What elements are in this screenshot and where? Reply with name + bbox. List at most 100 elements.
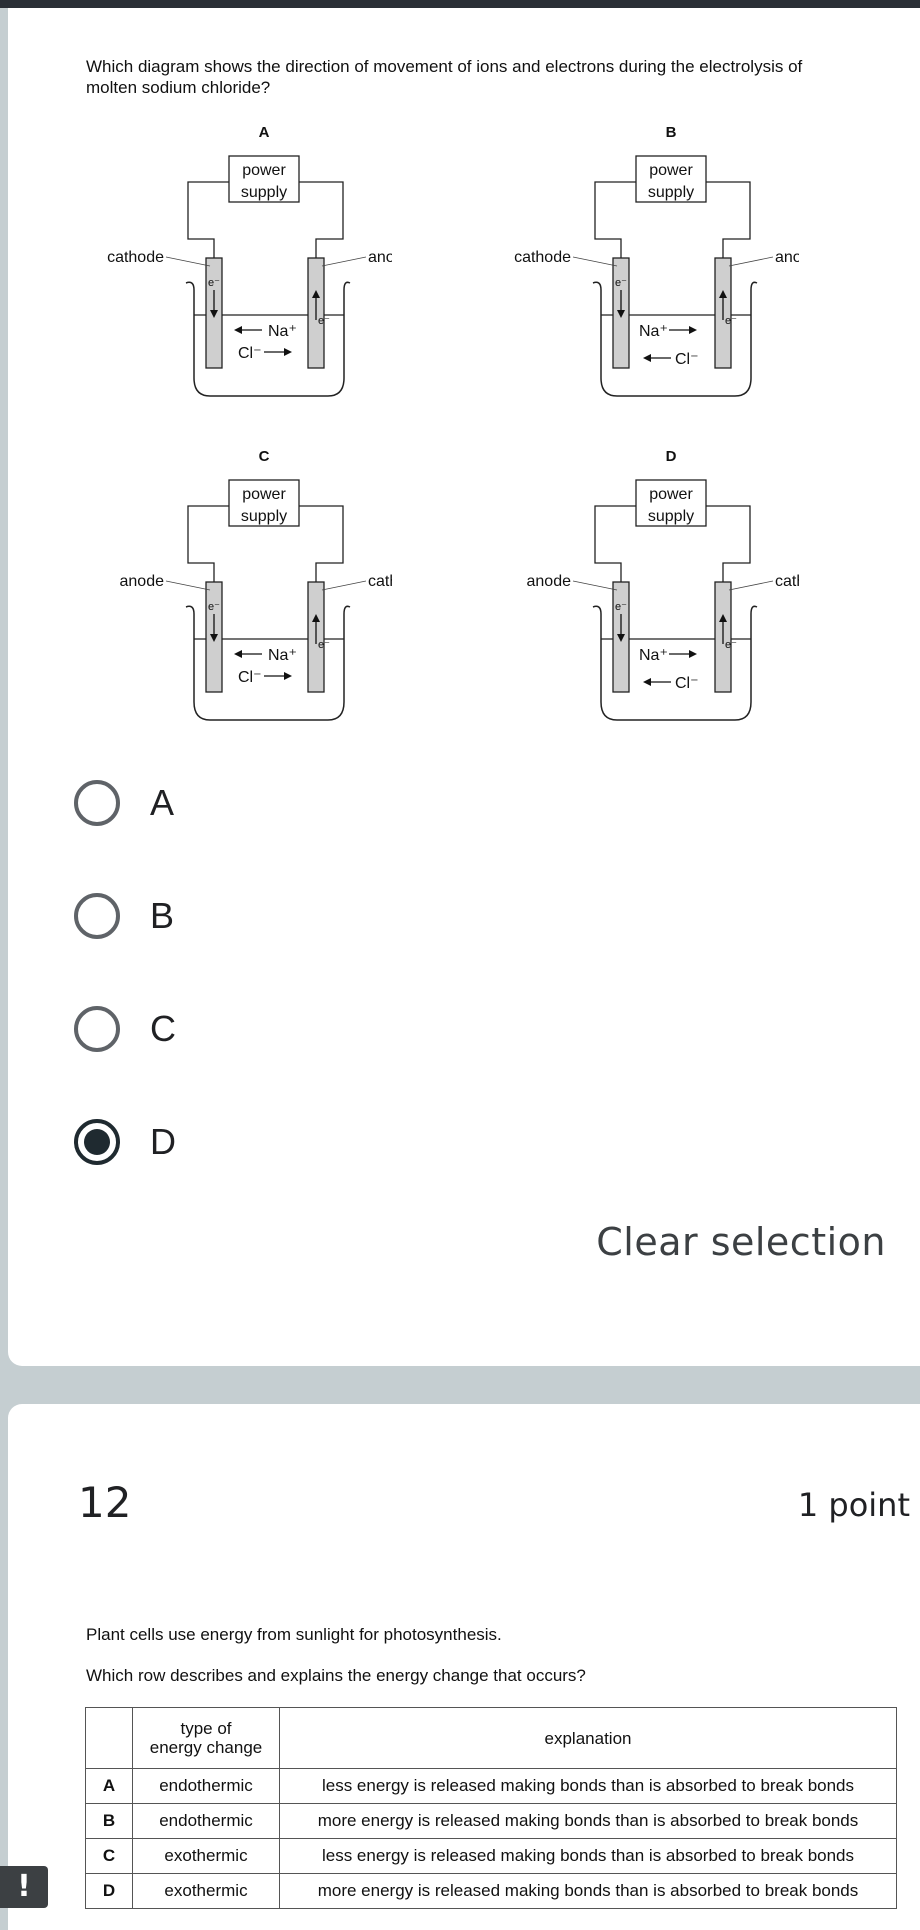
power-supply-label: supply bbox=[648, 184, 694, 201]
option-b[interactable]: B bbox=[74, 886, 374, 946]
electron-label: e⁻ bbox=[615, 601, 627, 613]
electron-label: e⁻ bbox=[208, 277, 220, 289]
diagram-letter: A bbox=[259, 124, 270, 141]
power-supply-box bbox=[228, 479, 300, 527]
wire-right bbox=[706, 181, 751, 258]
exclamation-icon[interactable]: ! bbox=[0, 1866, 48, 1908]
row-explanation: more energy is released making bonds tha… bbox=[279, 1873, 897, 1909]
power-supply-label: power bbox=[649, 486, 693, 503]
table-row: D exothermic more energy is released mak… bbox=[85, 1873, 897, 1909]
sodium-ion-label: Na⁺ bbox=[639, 647, 668, 664]
arrowhead-icon bbox=[617, 310, 625, 318]
power-supply-label: power bbox=[242, 162, 286, 179]
table-header-row: type of energy change explanation bbox=[85, 1707, 897, 1769]
wire-right bbox=[299, 505, 344, 582]
electron-label: e⁻ bbox=[615, 277, 627, 289]
row-letter: C bbox=[85, 1838, 133, 1874]
header-blank bbox=[85, 1707, 133, 1769]
table-row: B endothermic more energy is released ma… bbox=[85, 1803, 897, 1839]
row-explanation: less energy is released making bonds tha… bbox=[279, 1768, 897, 1804]
table-row: A endothermic less energy is released ma… bbox=[85, 1768, 897, 1804]
diagram-c: Cpowersupplyanodecathodee⁻e⁻Na⁺Cl⁻ bbox=[92, 442, 392, 722]
electron-label: e⁻ bbox=[318, 639, 330, 651]
wire-left bbox=[594, 181, 636, 258]
arrowhead-icon bbox=[689, 326, 697, 334]
beaker bbox=[185, 281, 351, 397]
electron-label: e⁻ bbox=[318, 315, 330, 327]
arrowhead-icon bbox=[719, 614, 727, 622]
beaker bbox=[592, 281, 758, 397]
right-electrode-label: cathode bbox=[775, 573, 799, 590]
arrowhead-icon bbox=[210, 634, 218, 642]
chloride-ion-label: Cl⁻ bbox=[675, 351, 699, 368]
electron-label: e⁻ bbox=[208, 601, 220, 613]
right-electrode-label: anode bbox=[368, 249, 392, 266]
question-text-line1: Which diagram shows the direction of mov… bbox=[86, 57, 803, 76]
chloride-ion-label: Cl⁻ bbox=[238, 669, 262, 686]
arrowhead-icon bbox=[312, 614, 320, 622]
row-explanation: more energy is released making bonds tha… bbox=[279, 1803, 897, 1839]
leader-line bbox=[321, 256, 367, 267]
wire-left bbox=[187, 505, 229, 582]
question-text-line2: molten sodium chloride? bbox=[86, 78, 271, 97]
option-d[interactable]: D bbox=[74, 1112, 374, 1172]
power-supply-label: power bbox=[649, 162, 693, 179]
row-explanation: less energy is released making bonds tha… bbox=[279, 1838, 897, 1874]
arrowhead-icon bbox=[284, 672, 292, 680]
power-supply-box bbox=[228, 155, 300, 203]
electron-label: e⁻ bbox=[725, 639, 737, 651]
arrowhead-icon bbox=[234, 326, 242, 334]
row-type: exothermic bbox=[132, 1838, 280, 1874]
left-electrode-label: cathode bbox=[107, 249, 164, 266]
radio-icon[interactable] bbox=[74, 893, 120, 939]
arrowhead-icon bbox=[719, 290, 727, 298]
top-bar bbox=[0, 0, 920, 8]
row-type: exothermic bbox=[132, 1873, 280, 1909]
electrolysis-diagram: Bpowersupplycathodeanodee⁻e⁻Na⁺Cl⁻ bbox=[514, 124, 799, 397]
arrowhead-icon bbox=[284, 348, 292, 356]
radio-icon[interactable] bbox=[74, 1006, 120, 1052]
chloride-ion-label: Cl⁻ bbox=[675, 675, 699, 692]
power-supply-label: supply bbox=[648, 508, 694, 525]
option-a[interactable]: A bbox=[74, 773, 374, 833]
option-label: A bbox=[150, 782, 175, 823]
electrolysis-diagram: Cpowersupplyanodecathodee⁻e⁻Na⁺Cl⁻ bbox=[120, 448, 392, 721]
option-label: B bbox=[150, 895, 175, 936]
diagram-b: Bpowersupplycathodeanodee⁻e⁻Na⁺Cl⁻ bbox=[499, 118, 799, 398]
sodium-ion-label: Na⁺ bbox=[268, 323, 297, 340]
question-number: 12 bbox=[78, 1478, 132, 1527]
question-text-1: Plant cells use energy from sunlight for… bbox=[86, 1625, 502, 1644]
arrowhead-icon bbox=[643, 678, 651, 686]
leader-line bbox=[165, 256, 211, 267]
electron-label: e⁻ bbox=[725, 315, 737, 327]
leader-line bbox=[728, 256, 774, 267]
sodium-ion-label: Na⁺ bbox=[639, 323, 668, 340]
wire-left bbox=[187, 181, 229, 258]
left-electrode-label: anode bbox=[527, 573, 572, 590]
diagram-letter: B bbox=[666, 124, 677, 141]
row-letter: A bbox=[85, 1768, 133, 1804]
option-label: C bbox=[150, 1008, 176, 1049]
beaker bbox=[185, 605, 351, 721]
power-supply-label: power bbox=[242, 486, 286, 503]
option-c[interactable]: C bbox=[74, 999, 374, 1059]
power-supply-label: supply bbox=[241, 184, 287, 201]
arrowhead-icon bbox=[312, 290, 320, 298]
left-electrode-label: anode bbox=[120, 573, 165, 590]
wire-left bbox=[594, 505, 636, 582]
left-electrode-label: cathode bbox=[514, 249, 571, 266]
radio-selected-icon[interactable] bbox=[74, 1119, 120, 1165]
power-supply-label: supply bbox=[241, 508, 287, 525]
chloride-ion-label: Cl⁻ bbox=[238, 345, 262, 362]
leader-line bbox=[321, 580, 367, 591]
row-letter: B bbox=[85, 1803, 133, 1839]
question-points: 1 point bbox=[797, 1486, 910, 1524]
option-label: D bbox=[150, 1121, 176, 1162]
wire-right bbox=[706, 505, 751, 582]
clear-selection-button[interactable]: Clear selection bbox=[596, 1220, 886, 1264]
row-type: endothermic bbox=[132, 1768, 280, 1804]
right-electrode-label: cathode bbox=[368, 573, 392, 590]
radio-icon[interactable] bbox=[74, 780, 120, 826]
